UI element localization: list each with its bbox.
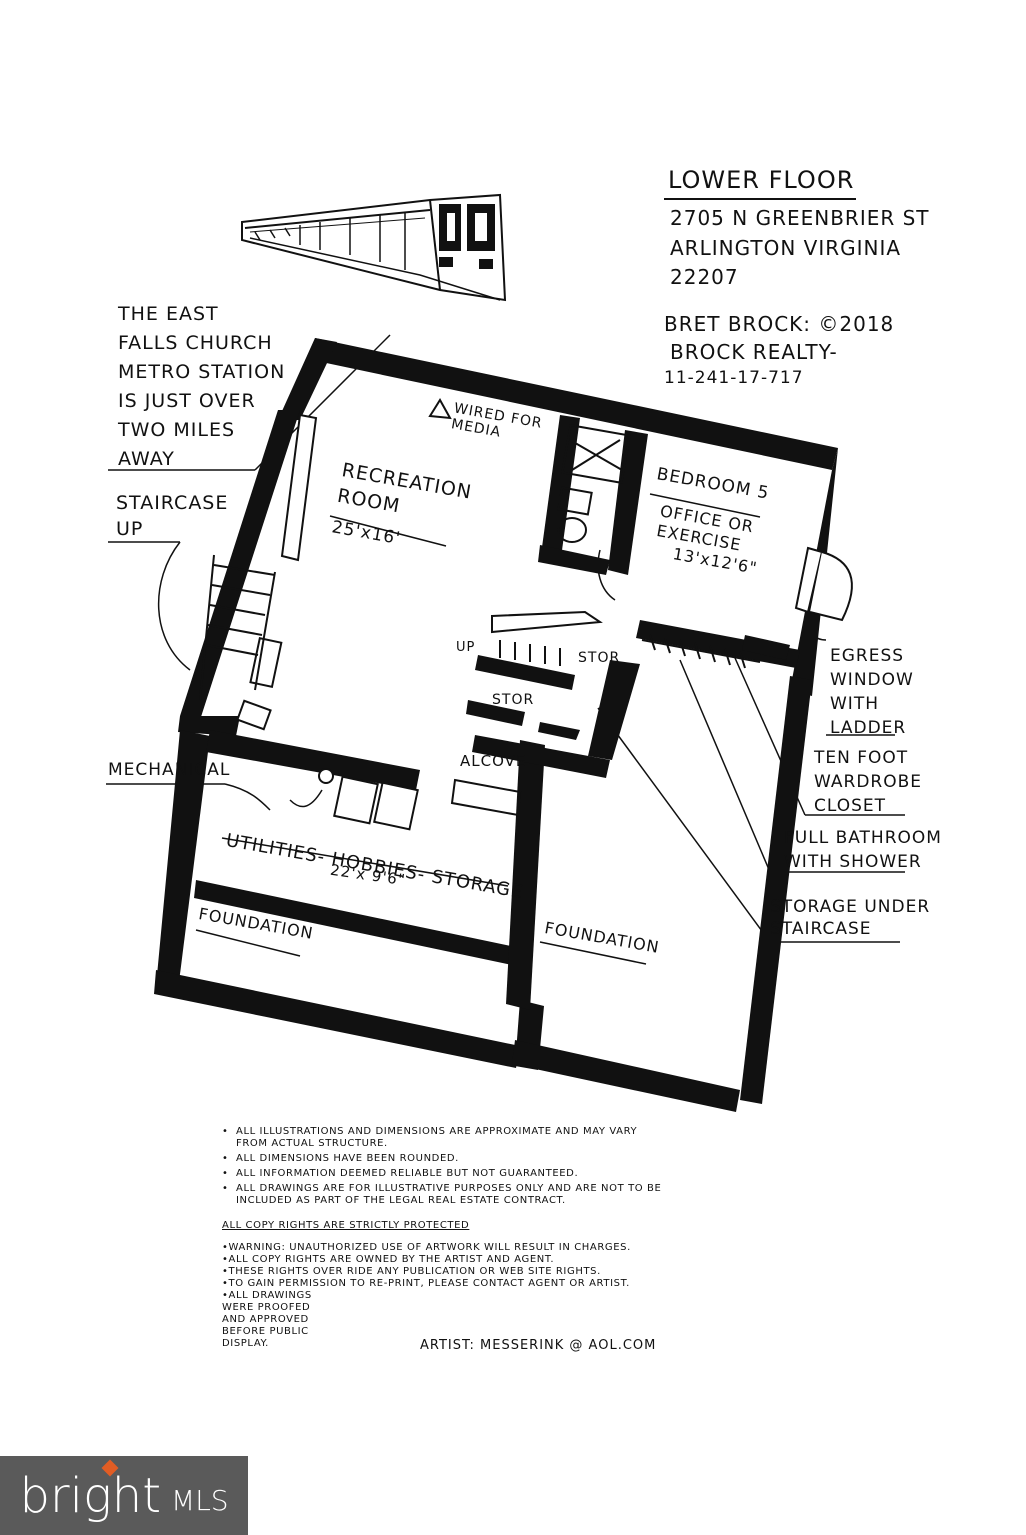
title-underline [664, 198, 856, 200]
storage-under-callout: STORAGE UNDER STAIRCASE [770, 897, 931, 939]
egress-window [794, 546, 853, 622]
bright-mls-logo: bright MLS [0, 1456, 248, 1535]
bathroom-fixtures [557, 423, 631, 543]
left-windows [280, 413, 318, 562]
wardrobe-callout: TEN FOOT WARDROBE CLOSET [814, 748, 923, 816]
logo-suffix: MLS [171, 1484, 229, 1517]
artist-credit: ARTIST: MESSERINK @ AOL.COM [420, 1338, 657, 1353]
copyright-heading: ALL COPY RIGHTS ARE STRICTLY PROTECTED [222, 1220, 470, 1231]
wardrobe-rod [641, 634, 761, 669]
disclaimer-list: •ALL ILLUSTRATIONS AND DIMENSIONS ARE AP… [222, 1126, 662, 1206]
floor-plan-drawing [106, 193, 905, 1112]
plan-title: LOWER FLOOR [668, 166, 855, 194]
reference-number: 11-241-17-717 [664, 368, 804, 388]
zip-code: 22207 [670, 265, 739, 289]
inner-stair [491, 610, 603, 666]
warning-list: •WARNING: UNAUTHORIZED USE OF ARTWORK WI… [222, 1242, 631, 1349]
alcove-bench [450, 778, 522, 817]
logo-word: bright [19, 1467, 162, 1524]
address-line-2: ARLINGTON VIRGINIA [670, 236, 902, 260]
staircase-leader [157, 541, 191, 671]
alcove-label: ALCOVE [460, 752, 527, 770]
interior-walls [206, 415, 800, 790]
mechanical-callout: MECHANICAL [108, 760, 231, 780]
metro-callout: THE EAST FALLS CHURCH METRO STATION IS J… [118, 303, 286, 470]
bathroom-callout: FULL BATHROOM WITH SHOWER [784, 828, 942, 872]
media-triangle-icon [428, 398, 452, 420]
exterior-walls [154, 338, 838, 1112]
storage-label-1: STOR [578, 650, 621, 666]
address-line-1: 2705 N GREENBRIER ST [670, 206, 930, 230]
staircase-callout: STAIRCASE UP [116, 492, 229, 540]
egress-callout: EGRESS WINDOW WITH LADDER [830, 646, 914, 738]
stair-up-label: UP [456, 640, 476, 655]
storage-label-2: STOR [492, 692, 535, 708]
staircase [199, 554, 283, 701]
metro-train-icon [241, 193, 507, 302]
utility-appliances [236, 699, 419, 831]
agent-line: BRET BROCK: ©2018 [664, 312, 895, 336]
brokerage-name: BROCK REALTY- [670, 340, 838, 364]
